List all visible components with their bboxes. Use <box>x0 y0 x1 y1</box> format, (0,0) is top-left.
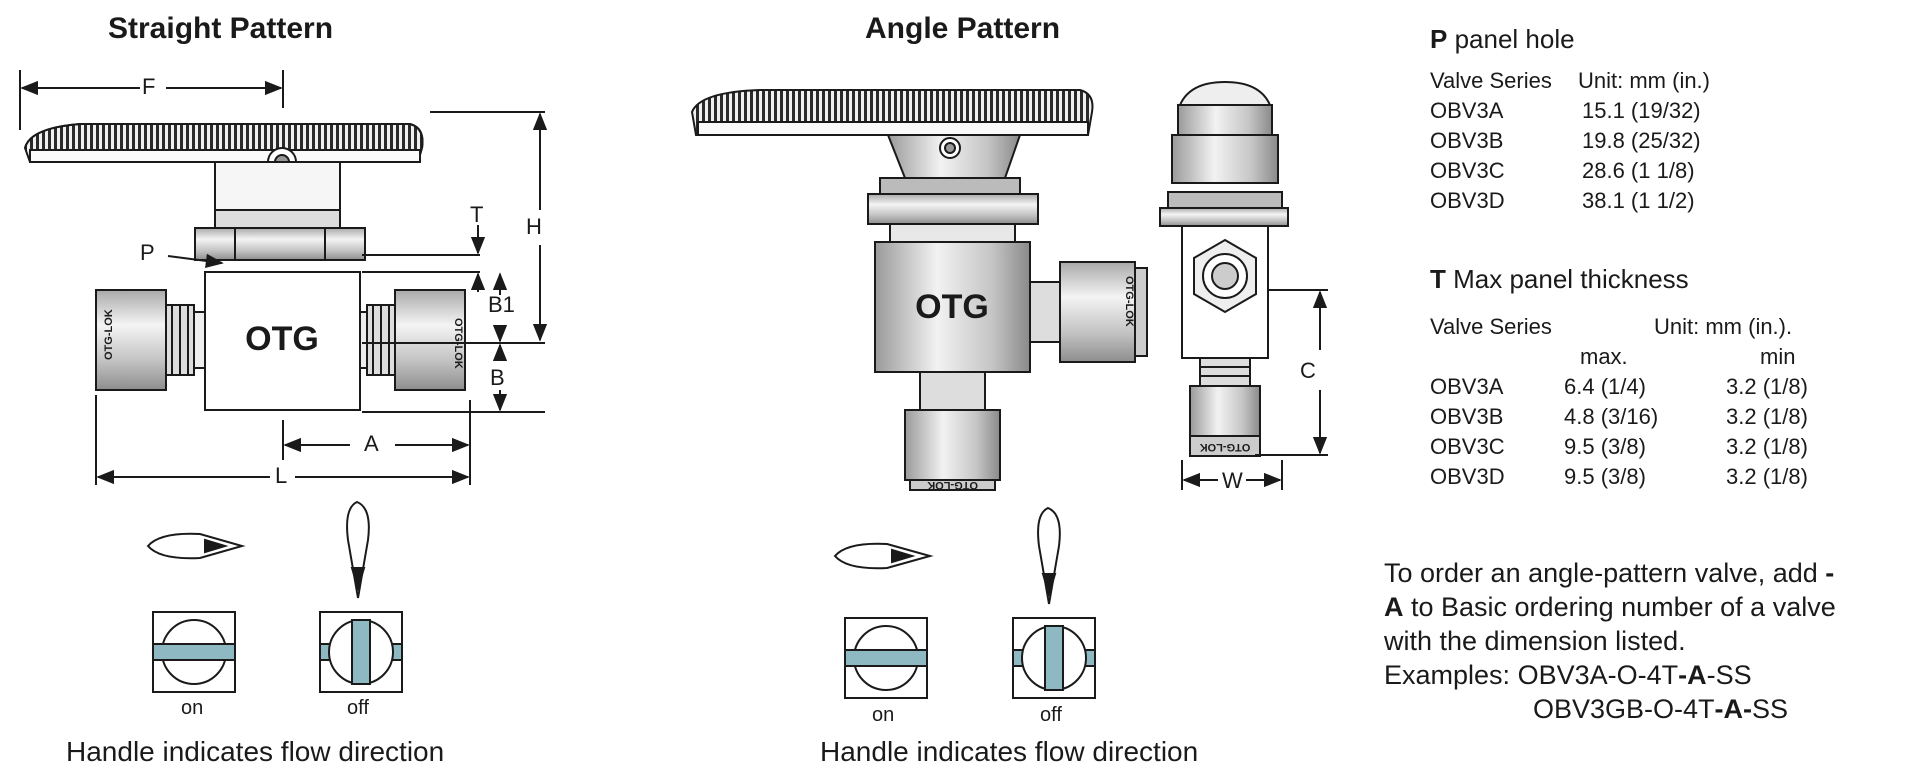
straight-off-indicator <box>319 611 403 693</box>
ordering-line-3: with the dimension listed. <box>1384 626 1686 656</box>
angle-on-label: on <box>872 704 895 726</box>
straight-caption: Handle indicates flow direction <box>66 736 445 767</box>
angle-on-indicator <box>844 617 928 699</box>
panel-hole-heading: P panel hole <box>1430 24 1575 55</box>
ordering-note: To order an angle-pattern valve, add - A… <box>1384 556 1894 726</box>
straight-off-label: off <box>347 697 369 719</box>
dim-label-t: T <box>470 202 484 227</box>
panel-hole-letter: P <box>1430 24 1448 54</box>
panel-hole-title: panel hole <box>1454 24 1575 54</box>
straight-handle-vertical-icon <box>346 500 370 599</box>
dim-label-c: C <box>1300 358 1316 384</box>
angle-pattern-title: Angle Pattern <box>865 12 1061 45</box>
ordering-example-1: Examples: OBV3A-O-4T-A-SS <box>1384 660 1752 690</box>
straight-handle-horizontal-icon <box>146 532 246 560</box>
panel-thickness-title: Max panel thickness <box>1453 264 1689 294</box>
angle-off-indicator <box>1012 617 1096 699</box>
panel-thickness-col-max: max. <box>1580 344 1628 369</box>
straight-brand-label: OTG <box>245 320 319 358</box>
angle-dimension-lines <box>1181 289 1328 490</box>
panel-thickness-header-series: Valve Series <box>1430 314 1552 339</box>
panel-thickness-heading: T Max panel thickness <box>1430 264 1689 295</box>
angle-caption: Handle indicates flow direction <box>820 736 1199 767</box>
dim-label-f: F <box>142 74 156 99</box>
straight-fitting-label-left: OTG-LOK <box>103 309 115 360</box>
dim-label-p: P <box>140 240 155 265</box>
ordering-line-1: To order an angle-pattern valve, add - <box>1384 558 1835 588</box>
angle-fitting-label-sideview: OTG-LOK <box>1200 441 1251 453</box>
straight-pattern-title: Straight Pattern <box>108 12 334 45</box>
dim-label-h: H <box>526 214 542 239</box>
angle-handle-horizontal-icon <box>833 542 934 570</box>
straight-dimension-lines <box>19 70 548 485</box>
angle-fitting-label-side: OTG-LOK <box>1123 276 1135 327</box>
ordering-line-2: A to Basic ordering number of a valve <box>1384 592 1836 622</box>
straight-on-indicator <box>152 611 236 693</box>
panel-thickness-header-unit: Unit: mm (in.). <box>1654 314 1793 339</box>
straight-on-label: on <box>181 697 204 719</box>
angle-handle-vertical-icon <box>1037 506 1061 605</box>
panel-hole-header-unit: Unit: mm (in.) <box>1578 68 1710 93</box>
dim-label-a: A <box>364 431 379 456</box>
angle-fitting-label-bottom: OTG-LOK <box>927 479 978 491</box>
panel-hole-header-series: Valve Series <box>1430 68 1552 93</box>
dim-label-b: B <box>490 365 505 390</box>
dim-label-w: W <box>1222 468 1243 493</box>
angle-valve-drawing <box>690 89 1148 491</box>
angle-brand-label: OTG <box>915 288 989 326</box>
straight-valve-drawing <box>23 123 466 411</box>
panel-thickness-letter: T <box>1430 264 1446 294</box>
dim-label-l: L <box>275 463 288 488</box>
dim-label-b1: B1 <box>488 292 515 317</box>
panel-thickness-col-min: min <box>1760 344 1796 369</box>
angle-side-view-drawing <box>1159 80 1289 457</box>
ordering-example-2: OBV3GB-O-4T-A-SS <box>1533 694 1789 724</box>
angle-off-label: off <box>1040 704 1062 726</box>
